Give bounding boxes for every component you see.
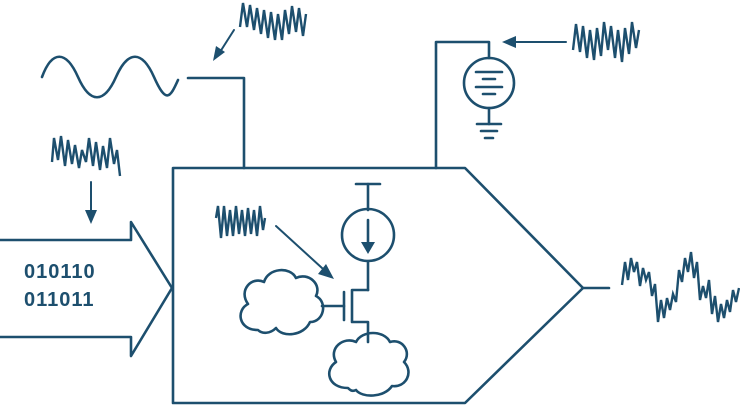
battery-source-icon xyxy=(462,56,516,110)
sine-wave-icon xyxy=(40,55,180,99)
input-bits-line-2: 011011 xyxy=(24,289,95,311)
supply-noise-arrow-icon xyxy=(502,36,567,48)
ground-icon xyxy=(475,106,503,140)
sine-noise-squiggle-icon xyxy=(238,2,308,41)
supply-noise-squiggle-icon xyxy=(571,21,641,63)
input-bits-line-1: 010110 xyxy=(24,261,96,283)
input-noise-arrow-icon xyxy=(85,181,97,224)
source-cloud-icon xyxy=(327,331,410,397)
supply-line xyxy=(434,40,491,170)
amplifier-block xyxy=(171,166,585,405)
gate-cloud-icon xyxy=(239,268,325,336)
transistor-icon xyxy=(320,288,370,344)
sine-feed-line xyxy=(186,76,246,170)
sine-noise-arrow-icon xyxy=(213,29,235,61)
current-source-icon xyxy=(340,182,396,292)
internal-noise-squiggle-icon xyxy=(214,205,267,239)
internal-noise-arrow-icon xyxy=(275,225,334,279)
input-noise-squiggle-icon xyxy=(50,135,122,177)
output-noisy-signal-icon xyxy=(620,251,740,323)
